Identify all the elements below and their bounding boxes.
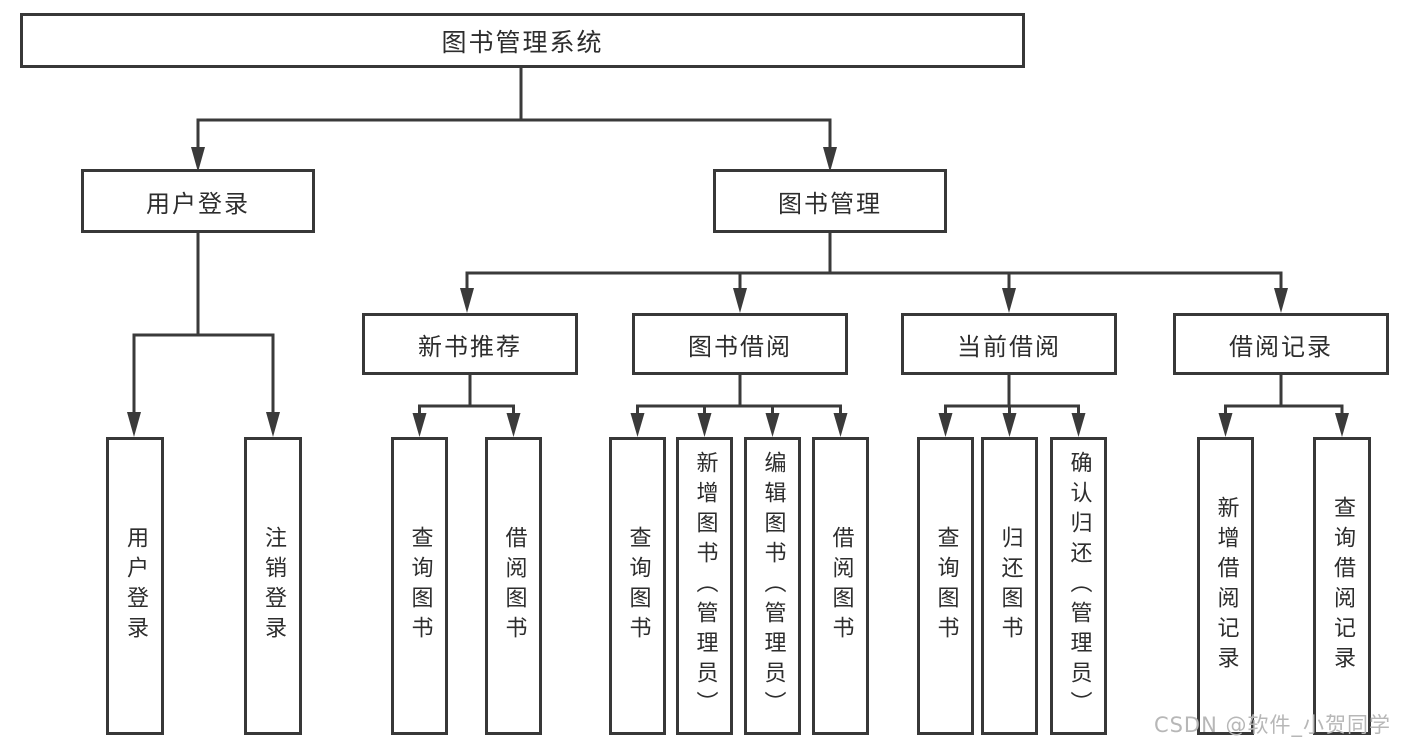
leaf-borrowing-add-books-admin-label: 新增图书（管理员） — [692, 451, 718, 721]
leaf-records-add-record-label: 新增借阅记录 — [1213, 496, 1239, 676]
node-current-borrowing-label: 当前借阅 — [957, 332, 1061, 361]
leaf-current-query-books: 查询图书 — [917, 437, 974, 735]
node-borrowing-records: 借阅记录 — [1173, 313, 1389, 375]
leaf-records-add-record: 新增借阅记录 — [1197, 437, 1254, 735]
node-user-login-label: 用户登录 — [146, 189, 250, 218]
leaf-user-login: 用户登录 — [106, 437, 164, 735]
node-root-label: 图书管理系统 — [441, 27, 604, 57]
node-root: 图书管理系统 — [20, 13, 1025, 68]
leaf-newbook-query-books-label: 查询图书 — [407, 526, 433, 646]
leaf-newbook-query-books: 查询图书 — [391, 437, 448, 735]
leaf-borrowing-edit-books-admin-label: 编辑图书（管理员） — [760, 451, 786, 721]
leaf-borrowing-borrow-books-label: 借阅图书 — [828, 526, 854, 646]
leaf-user-login-label: 用户登录 — [123, 526, 148, 646]
node-new-book-recommendation-label: 新书推荐 — [418, 332, 522, 361]
node-new-book-recommendation: 新书推荐 — [362, 313, 578, 375]
leaf-current-return-books: 归还图书 — [981, 437, 1038, 735]
leaf-current-return-books-label: 归还图书 — [997, 526, 1023, 646]
watermark: CSDN @软件_小贺同学 — [1153, 713, 1391, 737]
leaf-records-query-record: 查询借阅记录 — [1313, 437, 1371, 735]
leaf-newbook-borrow-books: 借阅图书 — [485, 437, 542, 735]
leaf-current-query-books-label: 查询图书 — [933, 526, 959, 646]
node-book-borrowing-label: 图书借阅 — [688, 332, 792, 361]
node-book-management-label: 图书管理 — [778, 189, 882, 218]
leaf-borrowing-query-books: 查询图书 — [609, 437, 666, 735]
leaf-newbook-borrow-books-label: 借阅图书 — [501, 526, 527, 646]
node-book-borrowing: 图书借阅 — [632, 313, 848, 375]
leaf-current-confirm-return-admin: 确认归还（管理员） — [1050, 437, 1107, 735]
node-book-management: 图书管理 — [713, 169, 947, 233]
leaf-borrowing-edit-books-admin: 编辑图书（管理员） — [744, 437, 801, 735]
leaf-logout: 注销登录 — [244, 437, 302, 735]
leaf-borrowing-query-books-label: 查询图书 — [625, 526, 651, 646]
node-current-borrowing: 当前借阅 — [901, 313, 1117, 375]
node-borrowing-records-label: 借阅记录 — [1229, 332, 1333, 361]
leaf-current-confirm-return-admin-label: 确认归还（管理员） — [1066, 451, 1092, 721]
node-user-login: 用户登录 — [81, 169, 315, 233]
leaf-borrowing-borrow-books: 借阅图书 — [812, 437, 869, 735]
leaf-records-query-record-label: 查询借阅记录 — [1330, 496, 1355, 676]
leaf-borrowing-add-books-admin: 新增图书（管理员） — [676, 437, 733, 735]
leaf-logout-label: 注销登录 — [261, 526, 286, 646]
